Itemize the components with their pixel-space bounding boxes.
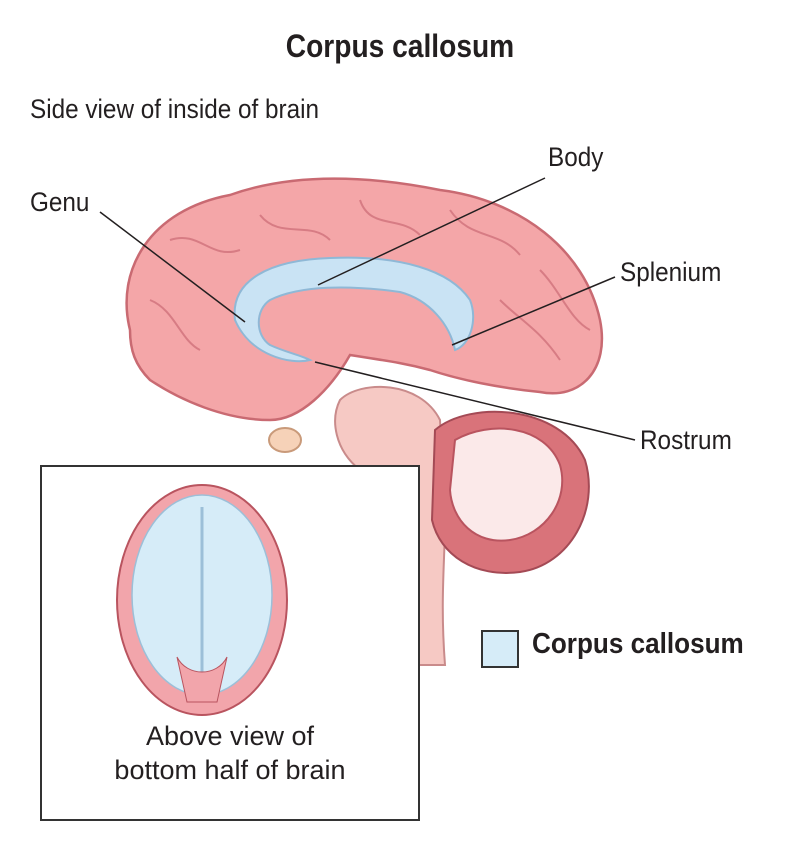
- leader-lines: [99, 177, 636, 441]
- corpus-callosum-shape: [233, 256, 475, 363]
- label-body: Body: [548, 142, 604, 172]
- inset-caption-line1: Above view of: [145, 721, 315, 751]
- pituitary: [268, 427, 302, 453]
- legend-label: Corpus callosum: [532, 628, 744, 660]
- label-genu: Genu: [30, 187, 90, 217]
- figure-subtitle: Side view of inside of brain: [30, 94, 320, 124]
- brain-top-view-illustration: [116, 484, 288, 716]
- inset-caption-line2: bottom half of brain: [114, 755, 346, 785]
- cerebellum-arbor: [448, 427, 564, 542]
- legend-swatch: [481, 630, 519, 668]
- inset-panel: Above view of bottom half of brain: [40, 465, 420, 821]
- label-splenium: Splenium: [620, 257, 722, 287]
- figure-title: Corpus callosum: [285, 28, 515, 64]
- label-rostrum: Rostrum: [640, 425, 732, 455]
- cerebrum: [125, 177, 604, 422]
